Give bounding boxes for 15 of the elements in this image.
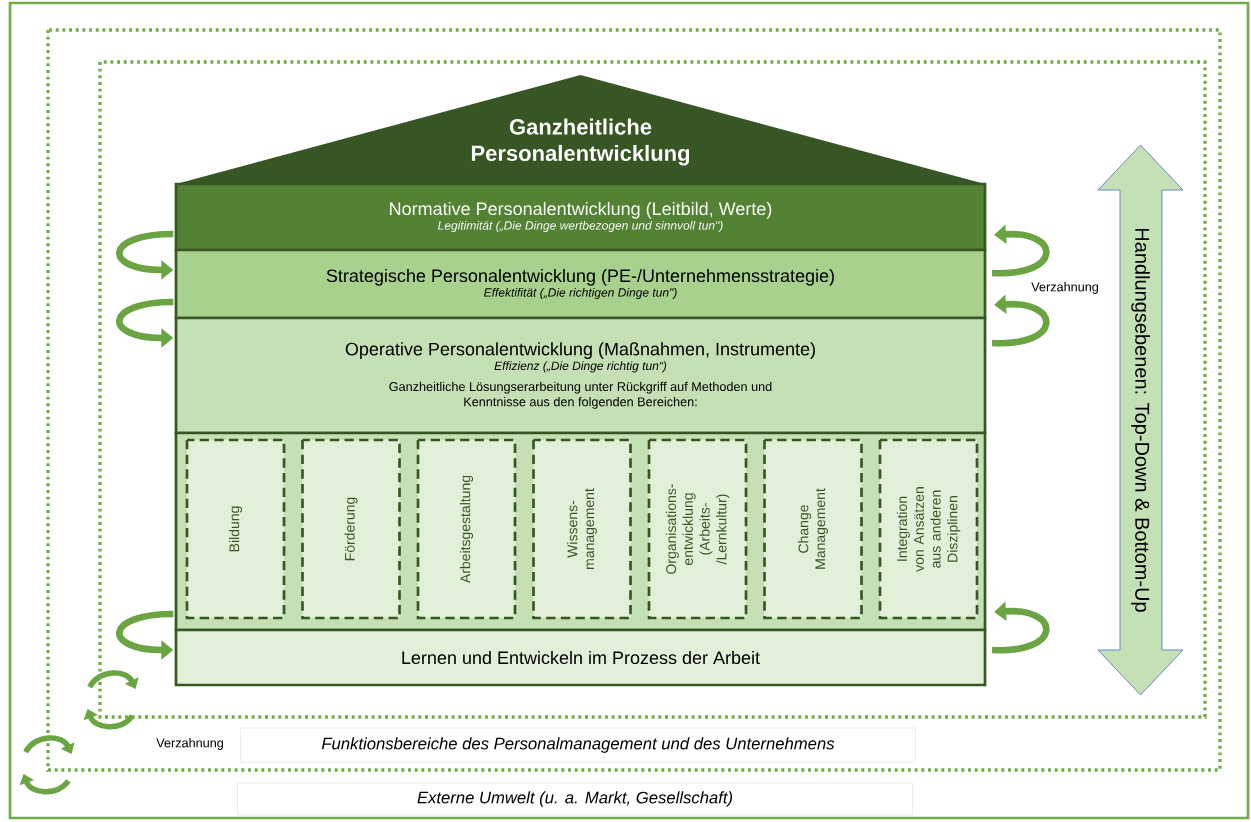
dashed-box: Arbeitsgestaltung (416, 438, 517, 620)
dashed-box: Bildung (185, 438, 286, 620)
label-box: Externe Umwelt (u. a. Markt, Gesellschaft) (237, 782, 913, 816)
label-box: Funktionsbereiche des Personalmanagement und des Unternehmens (240, 727, 916, 763)
level-box: Lernen und Entwickeln im Prozess der Arbeit (174, 628, 987, 687)
dashed-box: Integration von Ansätzen aus anderen Disziplinen (878, 438, 979, 620)
level-box: Strategische Personalentwicklung (PE-/Unternehmensstrategie) Effektifität („Die richtigen Dinge tun") (174, 248, 987, 320)
dashed-box: Organisations- entwicklung (Arbeits-/Lernkultur) (647, 438, 748, 620)
dashed-box: Wissens- management (532, 438, 632, 620)
label: Verzahnung (156, 738, 223, 750)
level-box: Operative Personalentwicklung (Maßnahmen, Instrumente) Effizienz („Die Dinge richtig tun“) Ganzheitliche Lösungserarbeitung unter Rückgriff auf Methoden und Kenntnisse aus den folgenden Bereichen: (174, 316, 987, 435)
dashed-box: Förderung (301, 438, 401, 620)
roof-triangle: Ganzheitliche Personalentwicklung (176, 75, 985, 184)
level-box: Normative Personalentwicklung (Leitbild, Werte) Legitimität („Die Dinge wertbezogen und sinnvoll tun") (174, 182, 987, 252)
dashed-box: Change Management (763, 438, 863, 620)
